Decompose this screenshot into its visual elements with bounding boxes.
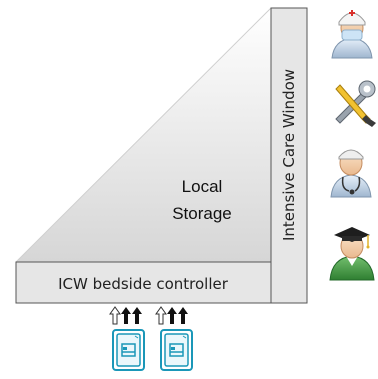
bedside-controller-panel [15, 261, 272, 304]
graduate-icon [329, 227, 375, 281]
bed-monitor-icon [160, 329, 193, 371]
data-flow-arrows-left [109, 306, 142, 325]
tools-icon [335, 80, 376, 127]
nurse-icon [331, 10, 373, 59]
icw-window-label: Intensive Care Window [280, 69, 298, 241]
arrow-up-icon [167, 307, 177, 324]
local-storage-label-line1: Local [182, 177, 223, 196]
local-storage-label-line2: Storage [172, 204, 232, 223]
bed-monitor-icon [112, 329, 145, 371]
icw-window-panel [270, 7, 308, 304]
arrow-up-icon [132, 307, 142, 324]
local-storage-edge [15, 7, 272, 263]
outline-arrow-up-icon [155, 306, 167, 325]
doctor-icon [330, 149, 372, 198]
data-flow-arrows-right [155, 306, 188, 325]
bedside-controller-label: ICW bedside controller [58, 275, 229, 293]
arrow-up-icon [121, 307, 131, 324]
arrow-up-icon [178, 307, 188, 324]
outline-arrow-up-icon [109, 306, 121, 325]
